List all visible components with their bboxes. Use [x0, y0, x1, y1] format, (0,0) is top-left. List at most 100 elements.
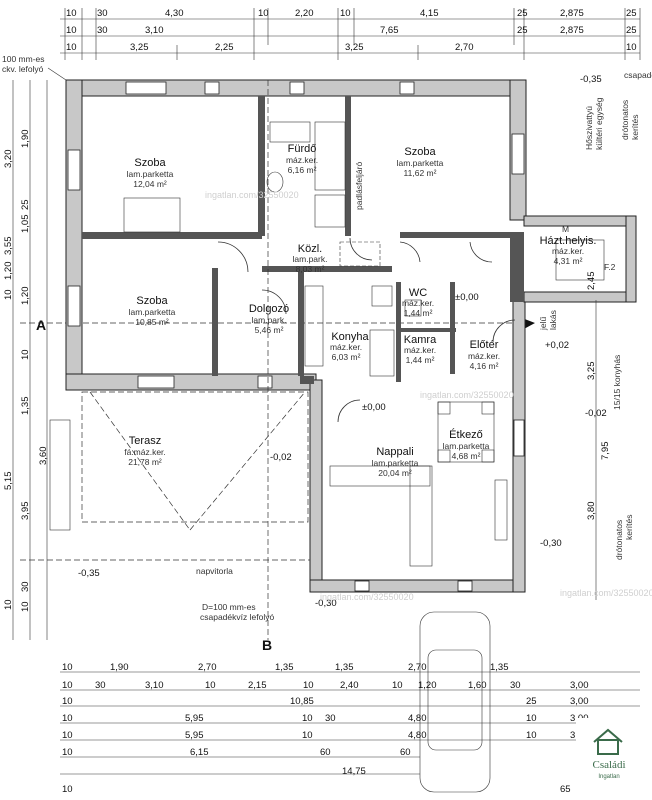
dim-b2-a: 10 — [62, 680, 73, 691]
room-name: Kamra — [404, 334, 437, 346]
room-szoba-2: Szoba lam.parketta 11,62 m² — [397, 146, 444, 178]
room-name: Szoba — [134, 157, 166, 169]
room-furdo: Fürdő máz.ker. 6,16 m² — [286, 143, 318, 175]
room-floor: lam.parketta — [127, 169, 174, 179]
attic-label: padlásfeljáró — [354, 162, 364, 210]
room-area: 12,04 m² — [133, 179, 167, 189]
dim-top-1f: 10 — [340, 8, 351, 19]
room-floor: máz.ker. — [402, 298, 434, 308]
dim-b4-f: 10 — [526, 713, 537, 724]
logo-text: Családi — [593, 759, 626, 771]
dim-b4-a: 10 — [62, 713, 73, 724]
dim-b7-b: 10 — [62, 784, 73, 795]
right-dimensions: 3,25 7,95 3,80 2,45 — [586, 272, 611, 600]
dim-b3-c: 25 — [526, 696, 537, 707]
dim-left-d: 25 — [20, 199, 31, 210]
gutter-top-label-2: ckv. lefolyó — [2, 64, 44, 74]
dim-left-b: 1,90 — [20, 130, 31, 149]
room-name: Szoba — [136, 295, 168, 307]
dim-b2-g: 2,40 — [340, 680, 359, 691]
level-2: ±0,00 — [362, 402, 386, 413]
room-konyha: Konyha máz.ker. 6,03 m² — [330, 331, 370, 362]
dim-b2-d: 10 — [205, 680, 216, 691]
room-szoba-3: Szoba lam.parketta 10,85 m² — [129, 295, 176, 327]
room-floor: fá.máz.ker. — [124, 447, 166, 457]
room-area: 4,31 m² — [554, 256, 583, 266]
dim-b4-d: 30 — [325, 713, 336, 724]
room-name: Fürdő — [288, 143, 317, 155]
logo-subtext: Ingatlan — [598, 774, 619, 780]
room-name: Étkező — [449, 428, 483, 441]
room-name: Terasz — [129, 435, 161, 447]
room-floor: máz.ker. — [286, 155, 318, 165]
room-floor: máz.ker. — [330, 342, 362, 352]
house-icon — [593, 728, 623, 755]
room-area: 10,85 m² — [135, 317, 169, 327]
level-7: -0,35 — [78, 568, 100, 579]
csapadek-label: csapadék — [624, 70, 652, 80]
gutter-bottom-label-1: D=100 mm-es — [202, 602, 256, 612]
room-eloter: Előtér máz.ker. 4,16 m² — [468, 339, 500, 371]
dim-top-3f: 10 — [626, 42, 637, 53]
dim-top-1g: 4,15 — [420, 8, 439, 19]
room-area: 8,03 m² — [296, 264, 325, 274]
fixtures — [123, 121, 605, 567]
room-name: WC — [409, 287, 427, 299]
dim-b6-d: 10 — [62, 747, 73, 758]
room-area: 5,46 m² — [255, 325, 284, 335]
dim-left-m: 3,95 — [20, 502, 31, 521]
dim-b5-a: 10 — [62, 730, 73, 741]
dim-b4-b: 5,95 — [185, 713, 204, 724]
dim-b6-a: 6,15 — [190, 747, 209, 758]
dim-top-1e: 2,20 — [295, 8, 314, 19]
dim-b2-h: 10 — [392, 680, 403, 691]
dim-b4-c: 10 — [302, 713, 313, 724]
watermark-1: ingatlan.com/32550020 — [205, 190, 299, 200]
room-area: 20,04 m² — [378, 468, 412, 478]
dim-left-c: 1,05 — [20, 215, 31, 234]
dim-left-k: 3,60 — [38, 447, 49, 466]
dim-b7-c: 65 — [560, 784, 571, 795]
top-dimensions: 10 30 4,30 10 2,20 10 4,15 25 2,875 25 1… — [60, 8, 641, 60]
room-name: Konyha — [331, 331, 369, 343]
watermarks: ingatlan.com/32550020 ingatlan.com/32550… — [205, 190, 652, 602]
lakas-label: lakás — [548, 310, 558, 330]
room-area: 1,44 m² — [406, 355, 435, 365]
room-floor: lam.parketta — [129, 307, 176, 317]
dim-b7-a: 14,75 — [342, 766, 366, 777]
level-4: -0,02 — [270, 452, 292, 463]
dim-b2-f: 10 — [303, 680, 314, 691]
dim-top-2b: 30 — [97, 25, 108, 36]
dim-left-i: 10 — [20, 349, 31, 360]
dim-b2-e: 2,15 — [248, 680, 267, 691]
windows — [67, 81, 525, 592]
room-floor: lam.parketta — [397, 158, 444, 168]
room-terasz: Terasz fá.máz.ker. 21,78 m² — [124, 435, 166, 467]
room-wc: WC máz.ker. 1,44 m² — [402, 287, 434, 318]
dim-b1-e: 1,35 — [335, 662, 354, 673]
room-floor: lam.parketta — [443, 441, 490, 451]
room-dolgozo: Dolgozó lam.park. 5,46 m² — [249, 303, 289, 335]
dim-left-g: 1,20 — [3, 262, 14, 281]
left-dimensions: 3,20 1,90 1,05 25 3,55 10 1,20 1,20 10 1… — [3, 80, 49, 640]
interior-walls — [82, 96, 524, 384]
room-area: 1,44 m² — [404, 308, 433, 318]
gutter-bottom-label-2: csapadékvíz lefolyó — [200, 612, 274, 622]
dim-b2-l: 3,00 — [570, 680, 589, 691]
room-area: 4,16 m² — [470, 361, 499, 371]
bottom-dimensions: 10 1,90 2,70 1,35 1,35 2,70 1,35 10 30 3… — [60, 662, 640, 795]
level-9: -0,30 — [540, 538, 562, 549]
heat-pump-label-2: kültéri egység — [594, 97, 604, 150]
dim-b5-b: 5,95 — [185, 730, 204, 741]
dim-b1-c: 2,70 — [198, 662, 217, 673]
dim-b1-a: 10 — [62, 662, 73, 673]
room-name: Dolgozó — [249, 303, 289, 315]
dim-b6-b: 60 — [320, 747, 331, 758]
dim-b5-d: 4,80 — [408, 730, 427, 741]
dim-b2-c: 3,10 — [145, 680, 164, 691]
fence-label-4: kerítés — [624, 514, 634, 540]
dim-b6-c: 60 — [400, 747, 411, 758]
level-8: -0,30 — [315, 598, 337, 609]
fence-label-3: drótonatos — [614, 520, 624, 560]
